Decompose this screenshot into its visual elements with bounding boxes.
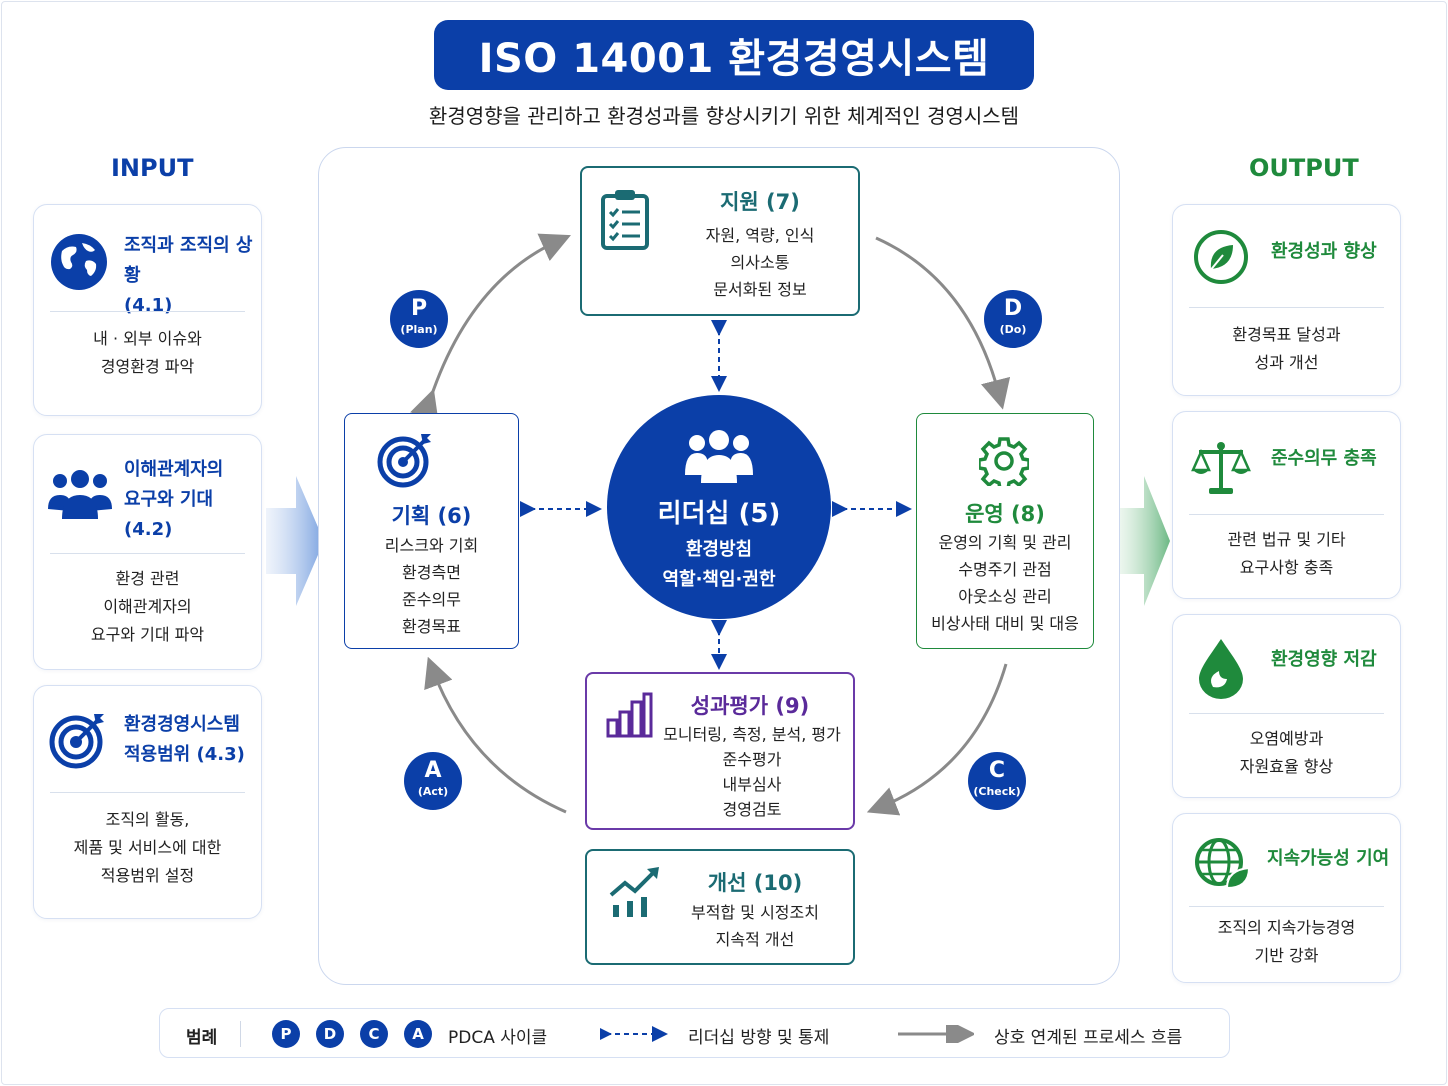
input-card-desc: 내 · 외부 이슈와 경영환경 파악: [93, 329, 202, 376]
leadership-title: 리더십 (5): [657, 499, 781, 529]
output-card-desc: 조직의 지속가능경영 기반 강화: [1217, 918, 1356, 965]
input-card-desc: 조직의 활동, 제품 및 서비스에 대한 적용범위 설정: [73, 810, 222, 885]
legend-solid-text: 상호 연계된 프로세스 흐름: [994, 1028, 1183, 1048]
process-items: 모니터링, 측정, 분석, 평가 준수평가 내부심사 경영검토: [663, 725, 841, 819]
pdca-do-badge: D (Do): [984, 290, 1042, 348]
legend: 범례 P D C A PDCA 사이클 리더십 방향 및 통제 상호 연계된 프…: [159, 1008, 1230, 1058]
pdca-letter: P: [410, 296, 428, 321]
input-card-context: 조직과 조직의 상황 (4.1) 내 · 외부 이슈와 경영환경 파악: [33, 204, 262, 416]
legend-c-dot: C: [360, 1020, 388, 1048]
card-divider: [1189, 514, 1384, 515]
pdca-letter: A: [424, 758, 442, 783]
pdca-letter: D: [1003, 296, 1023, 321]
people-icon: [46, 469, 114, 521]
legend-p-dot: P: [272, 1020, 300, 1048]
pdca-word: (Check): [973, 785, 1021, 798]
team-icon: [683, 429, 755, 483]
legend-label: 범례: [186, 1028, 218, 1048]
process-items: 리스크와 기회 환경측면 준수의무 환경목표: [384, 536, 479, 636]
card-divider: [50, 311, 245, 312]
process-title: 개선 (10): [707, 871, 803, 895]
input-card-title: 조직과 조직의 상황 (4.1): [124, 235, 253, 316]
output-card-title: 환경성과 향상: [1271, 241, 1377, 262]
legend-a-dot: A: [404, 1020, 432, 1048]
input-card-stakeholders: 이해관계자의 요구와 기대 (4.2) 환경 관련 이해관계자의 요구와 기대 …: [33, 434, 262, 670]
process-support: 지원 (7) 자원, 역량, 인식 의사소통 문서화된 정보: [580, 166, 860, 316]
process-title: 성과평가 (9): [690, 694, 810, 718]
act-arc-arrow: [424, 656, 567, 814]
leaf-icon: [1193, 229, 1249, 285]
clipboard-icon: [600, 188, 650, 250]
output-card-sustainability: 지속가능성 기여 조직의 지속가능경영 기반 강화: [1172, 813, 1401, 983]
output-card-title: 지속가능성 기여: [1267, 848, 1390, 869]
check-arc-arrow: [866, 663, 1008, 816]
page-title: ISO 14001 환경경영시스템: [434, 20, 1034, 90]
output-card-desc: 관련 법규 및 기타 요구사항 충족: [1227, 530, 1346, 577]
pdca-word: (Act): [417, 785, 449, 798]
bar-chart-icon: [605, 690, 653, 738]
output-card-impact: 환경영향 저감 오염예방과 자원효율 향상: [1172, 614, 1401, 798]
pdca-act-badge: A (Act): [404, 752, 462, 810]
page-subtitle: 환경영향을 관리하고 환경성과를 향상시키기 위한 체계적인 경영시스템: [428, 104, 1020, 128]
target-icon: [377, 432, 435, 488]
process-title: 운영 (8): [965, 502, 1045, 526]
target-icon: [48, 710, 108, 770]
output-card-performance: 환경성과 향상 환경목표 달성과 성과 개선: [1172, 204, 1401, 396]
do-arc-arrow: [875, 236, 1011, 410]
leadership-subtitle: 환경방침 역할·책임·권한: [662, 539, 776, 590]
legend-solid-arrow: [898, 1025, 974, 1043]
pdca-plan-badge: P (Plan): [390, 290, 448, 348]
legend-dashed-text: 리더십 방향 및 통제: [688, 1028, 830, 1048]
input-heading: INPUT: [111, 154, 194, 182]
legend-d-dot: D: [316, 1020, 344, 1048]
legend-pdca-text: PDCA 사이클: [448, 1028, 548, 1048]
eco-globe-icon: [1193, 836, 1251, 892]
input-card-scope: 환경경영시스템 적용범위 (4.3) 조직의 활동, 제품 및 서비스에 대한 …: [33, 685, 262, 919]
process-planning: 기획 (6) 리스크와 기회 환경측면 준수의무 환경목표: [344, 413, 519, 649]
legend-dashed-arrow: [600, 1026, 668, 1042]
process-improvement: 개선 (10) 부적합 및 시정조치 지속적 개선: [585, 849, 855, 965]
card-divider: [1189, 713, 1384, 714]
card-divider: [1189, 906, 1384, 907]
process-title: 지원 (7): [720, 190, 800, 214]
scales-icon: [1191, 438, 1251, 498]
plan-arc-arrow: [410, 233, 571, 422]
output-card-title: 환경영향 저감: [1271, 649, 1377, 670]
card-divider: [1189, 307, 1384, 308]
globe-icon: [48, 231, 110, 293]
pdca-word: (Do): [999, 323, 1027, 336]
pdca-word: (Plan): [400, 323, 438, 336]
card-divider: [50, 792, 245, 793]
output-card-title: 준수의무 충족: [1271, 448, 1377, 469]
output-heading: OUTPUT: [1249, 154, 1359, 182]
leadership-circle: 리더십 (5) 환경방침 역할·책임·권한: [607, 395, 831, 619]
process-title: 기획 (6): [391, 504, 472, 528]
input-card-title: 이해관계자의 요구와 기대 (4.2): [124, 459, 224, 540]
process-items: 부적합 및 시정조치 지속적 개선: [691, 903, 819, 949]
growth-chart-icon: [609, 865, 663, 919]
output-flow-arrow: [1118, 476, 1172, 606]
pdca-letter: C: [988, 758, 1006, 783]
input-flow-arrow: [266, 476, 326, 606]
output-card-desc: 환경목표 달성과 성과 개선: [1232, 325, 1341, 372]
process-items: 운영의 기획 및 관리 수명주기 관점 아웃소싱 관리 비상사태 대비 및 대응: [931, 533, 1079, 633]
output-card-compliance: 준수의무 충족 관련 법규 및 기타 요구사항 충족: [1172, 411, 1401, 599]
process-operation: 운영 (8) 운영의 기획 및 관리 수명주기 관점 아웃소싱 관리 비상사태 …: [916, 413, 1094, 649]
input-card-desc: 환경 관련 이해관계자의 요구와 기대 파악: [90, 569, 205, 644]
process-items: 자원, 역량, 인식 의사소통 문서화된 정보: [705, 226, 815, 299]
pdca-check-badge: C (Check): [968, 752, 1026, 810]
water-drop-icon: [1195, 637, 1247, 699]
card-divider: [50, 553, 245, 554]
output-card-desc: 오염예방과 자원효율 향상: [1239, 729, 1334, 776]
process-evaluation: 성과평가 (9) 모니터링, 측정, 분석, 평가 준수평가 내부심사 경영검토: [585, 672, 855, 830]
gear-icon: [979, 436, 1029, 486]
input-card-title: 환경경영시스템 적용범위 (4.3): [124, 714, 245, 765]
legend-divider: [240, 1021, 241, 1047]
